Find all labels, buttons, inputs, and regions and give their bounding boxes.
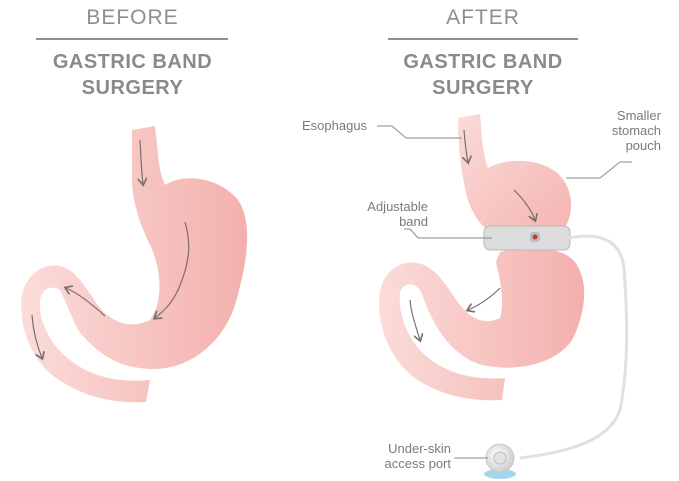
adjustable-band-label: Adjustable band: [343, 199, 428, 229]
esophagus-leader: [377, 126, 462, 138]
band-label-line1: Adjustable: [343, 199, 428, 214]
after-stomach: [377, 114, 632, 479]
flow-arrow-icon: [410, 300, 420, 340]
before-stomach: [21, 126, 247, 402]
band-icon: [484, 226, 570, 250]
pouch-label-line3: pouch: [581, 138, 661, 153]
access-port-label: Under-skin access port: [366, 441, 451, 471]
pouch-label-line2: stomach: [581, 123, 661, 138]
esophagus-label: Esophagus: [302, 118, 367, 133]
pouch-label-line1: Smaller: [581, 108, 661, 123]
flow-arrow-icon: [468, 288, 500, 310]
pouch-leader: [566, 162, 632, 178]
port-label-line1: Under-skin: [366, 441, 451, 456]
port-label-line2: access port: [366, 456, 451, 471]
port-icon: [484, 444, 516, 479]
stomach-pouch-label: Smaller stomach pouch: [581, 108, 661, 153]
band-leader: [404, 229, 492, 238]
band-label-line2: band: [343, 214, 428, 229]
